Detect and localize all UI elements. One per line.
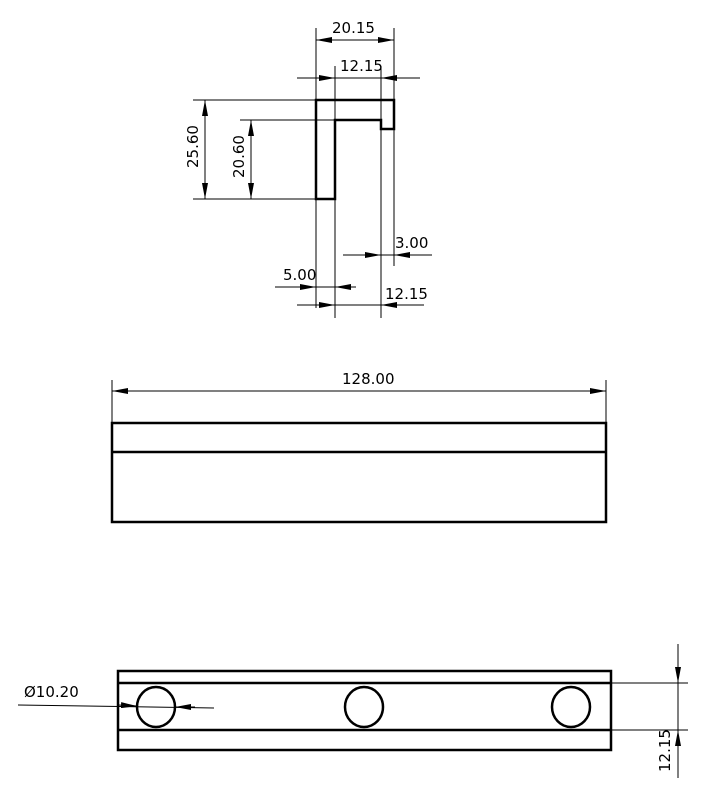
top-outline [116,669,613,752]
dim-length: 128.00 [112,370,606,394]
dim-label: 12.15 [656,729,674,772]
extension-lines [193,28,395,318]
dim-label: 12.15 [385,285,428,303]
dim-hole-diameter: Ø10.20 [17,683,215,710]
end-profile-view: 20.15 12.15 25.60 20.60 3.00 [184,19,432,318]
dim-label: 5.00 [283,266,316,284]
extension-lines [111,380,607,423]
dim-wall-thickness: 5.00 [275,266,356,290]
dim-bottom-inner-width: 12.15 [297,285,428,308]
dim-lip-thickness: 3.00 [343,234,432,258]
hole-3 [550,685,592,729]
dim-label: 20.15 [332,19,375,37]
dim-label: 128.00 [342,370,395,388]
dim-label: 3.00 [395,234,428,252]
dim-label: 20.60 [230,135,248,178]
dim-overall-width: 20.15 [316,19,394,43]
dim-label: 25.60 [184,125,202,168]
front-view: 128.00 [110,370,608,524]
top-view: Ø10.20 12.15 [17,644,688,778]
profile-outline [314,98,396,201]
dim-inner-width: 12.15 [297,57,420,81]
dim-slot-width: 12.15 [611,644,688,778]
front-outline [110,421,608,524]
dim-label: 12.15 [340,57,383,75]
dim-inner-height: 20.60 [230,120,254,199]
hole-2 [343,685,385,729]
dim-overall-height: 25.60 [184,100,208,199]
dim-label: Ø10.20 [24,683,79,701]
